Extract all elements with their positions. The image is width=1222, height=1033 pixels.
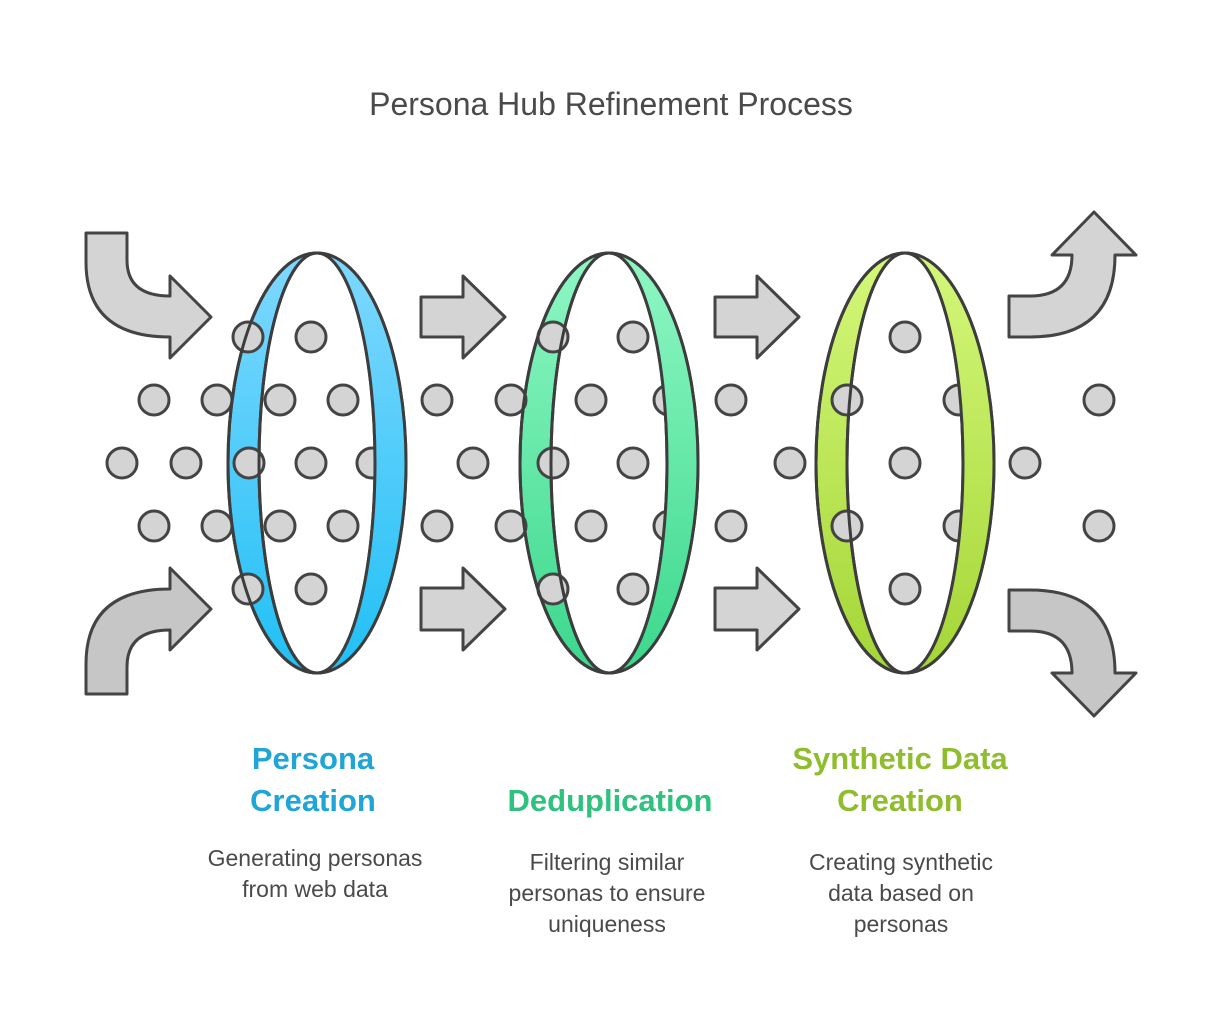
- persona-particle-dot: [494, 383, 528, 417]
- persona-particle-dot: [169, 446, 203, 480]
- stage-deduplication-description: Filtering similar personas to ensure uni…: [477, 847, 737, 940]
- description-line: from web data: [242, 876, 388, 902]
- persona-particle-dot: [714, 509, 748, 543]
- persona-particle-dot: [294, 320, 328, 354]
- persona-particle-dot: [263, 509, 297, 543]
- stage-persona-creation-description: Generating personas from web data: [185, 843, 445, 905]
- stage-title-line: Persona: [251, 741, 375, 776]
- description-line: Creating synthetic: [808, 849, 994, 875]
- stage-persona-creation-title: Persona Creation: [183, 738, 443, 822]
- persona-particle-dot: [232, 446, 266, 480]
- deduplication-ring-outline: [518, 251, 610, 675]
- persona-particle-dot: [456, 446, 490, 480]
- persona-particle-dot: [326, 383, 360, 417]
- persona-particle-dot: [420, 383, 454, 417]
- persona-particle-dot: [105, 446, 139, 480]
- persona-particle-dot: [536, 446, 570, 480]
- diagram-title: Persona Hub Refinement Process: [369, 86, 853, 122]
- persona-particle-dot: [137, 509, 171, 543]
- curved-input-arrow-top-icon: [84, 231, 213, 360]
- persona-particle-dot: [263, 383, 297, 417]
- synthetic-data-ring-outline: [814, 251, 906, 675]
- stage-title-line: Synthetic Data: [792, 741, 1008, 776]
- stage-title-line: Deduplication: [507, 783, 713, 818]
- persona-particle-dot: [574, 383, 608, 417]
- stage-synthetic-data-creation-title: Synthetic Data Creation: [770, 738, 1030, 822]
- persona-particle-dot: [888, 572, 922, 606]
- stage-deduplication-title: Deduplication: [480, 780, 740, 822]
- persona-particle-dot: [326, 509, 360, 543]
- curved-input-arrow-bottom-icon: [84, 566, 213, 696]
- persona-creation-ring-front: [226, 251, 408, 675]
- description-line: uniqueness: [548, 911, 666, 937]
- synthetic-data-ring-front: [814, 251, 996, 675]
- persona-particle-dot: [888, 320, 922, 354]
- persona-particle-dot: [773, 446, 807, 480]
- description-line: personas to ensure: [508, 880, 706, 906]
- description-line: personas: [853, 911, 949, 937]
- stage-title-line: Creation: [250, 783, 376, 818]
- persona-creation-ring-outline: [226, 251, 318, 675]
- persona-particle-dot: [420, 509, 454, 543]
- curved-output-arrow-down-icon: [1007, 588, 1138, 718]
- stage-synthetic-data-creation-description: Creating synthetic data based on persona…: [771, 847, 1031, 940]
- persona-particle-dot: [137, 383, 171, 417]
- persona-particle-dot: [200, 383, 234, 417]
- persona-particle-dot: [616, 320, 650, 354]
- curved-output-arrow-up-icon: [1007, 210, 1138, 339]
- description-line: Filtering similar: [529, 849, 685, 875]
- arrow-right-icon: [713, 566, 801, 652]
- description-line: Generating personas: [207, 845, 423, 871]
- arrow-right-icon: [419, 274, 507, 360]
- persona-particle-dot: [200, 509, 234, 543]
- persona-particle-dot: [1008, 446, 1042, 480]
- description-line: data based on: [828, 880, 974, 906]
- persona-particle-dot: [574, 509, 608, 543]
- arrow-right-icon: [713, 274, 801, 360]
- persona-particle-dot: [494, 509, 528, 543]
- persona-particle-dot: [616, 446, 650, 480]
- persona-particle-dot: [294, 446, 328, 480]
- arrow-right-icon: [419, 566, 507, 652]
- persona-particle-dot: [231, 572, 265, 606]
- persona-particle-dot: [231, 320, 265, 354]
- persona-particle-dot: [294, 572, 328, 606]
- persona-particle-dot: [616, 572, 650, 606]
- persona-particle-dot: [1082, 509, 1116, 543]
- persona-particle-dot: [888, 446, 922, 480]
- deduplication-ring-front: [518, 251, 700, 675]
- stage-title-line: Creation: [837, 783, 963, 818]
- persona-particle-dot: [1082, 383, 1116, 417]
- persona-particle-dot: [714, 383, 748, 417]
